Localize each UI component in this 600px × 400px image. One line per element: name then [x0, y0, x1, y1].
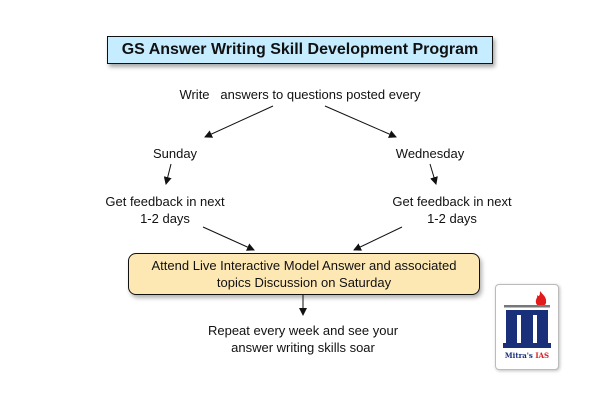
sunday-feedback-line2: 1-2 days: [140, 211, 190, 226]
arrow-wednesday-feedback: [429, 163, 438, 185]
discussion-line2: topics Discussion on Saturday: [216, 275, 392, 290]
wednesday-feedback-line1: Get feedback in next: [392, 194, 512, 209]
program-title: GS Answer Writing Skill Development Prog…: [107, 36, 493, 64]
logo-caption: Mitra's IAS: [504, 351, 550, 360]
repeat-line2: answer writing skills soar: [231, 340, 375, 355]
saturday-discussion-box: Attend Live Interactive Model Answer and…: [128, 253, 480, 295]
arrow-to-wednesday: [324, 105, 397, 138]
write-answers-step: Write answers to questions posted every: [179, 87, 421, 102]
wednesday-feedback-line2: 1-2 days: [427, 211, 477, 226]
arrow-left-to-discussion: [202, 226, 255, 251]
arrow-to-sunday: [204, 105, 274, 138]
arrow-right-to-discussion: [353, 226, 403, 251]
discussion-line1: Attend Live Interactive Model Answer and…: [151, 258, 457, 273]
mitras-ias-logo: Mitra's IAS: [495, 284, 559, 370]
arrow-sunday-feedback: [163, 163, 172, 185]
repeat-line1: Repeat every week and see your: [207, 323, 399, 338]
flame-icon: [535, 291, 547, 306]
sunday-feedback-line1: Get feedback in next: [105, 194, 225, 209]
logo-mark-icon: [503, 291, 551, 348]
sunday-label: Sunday: [152, 146, 198, 161]
wednesday-label: Wednesday: [395, 146, 465, 161]
